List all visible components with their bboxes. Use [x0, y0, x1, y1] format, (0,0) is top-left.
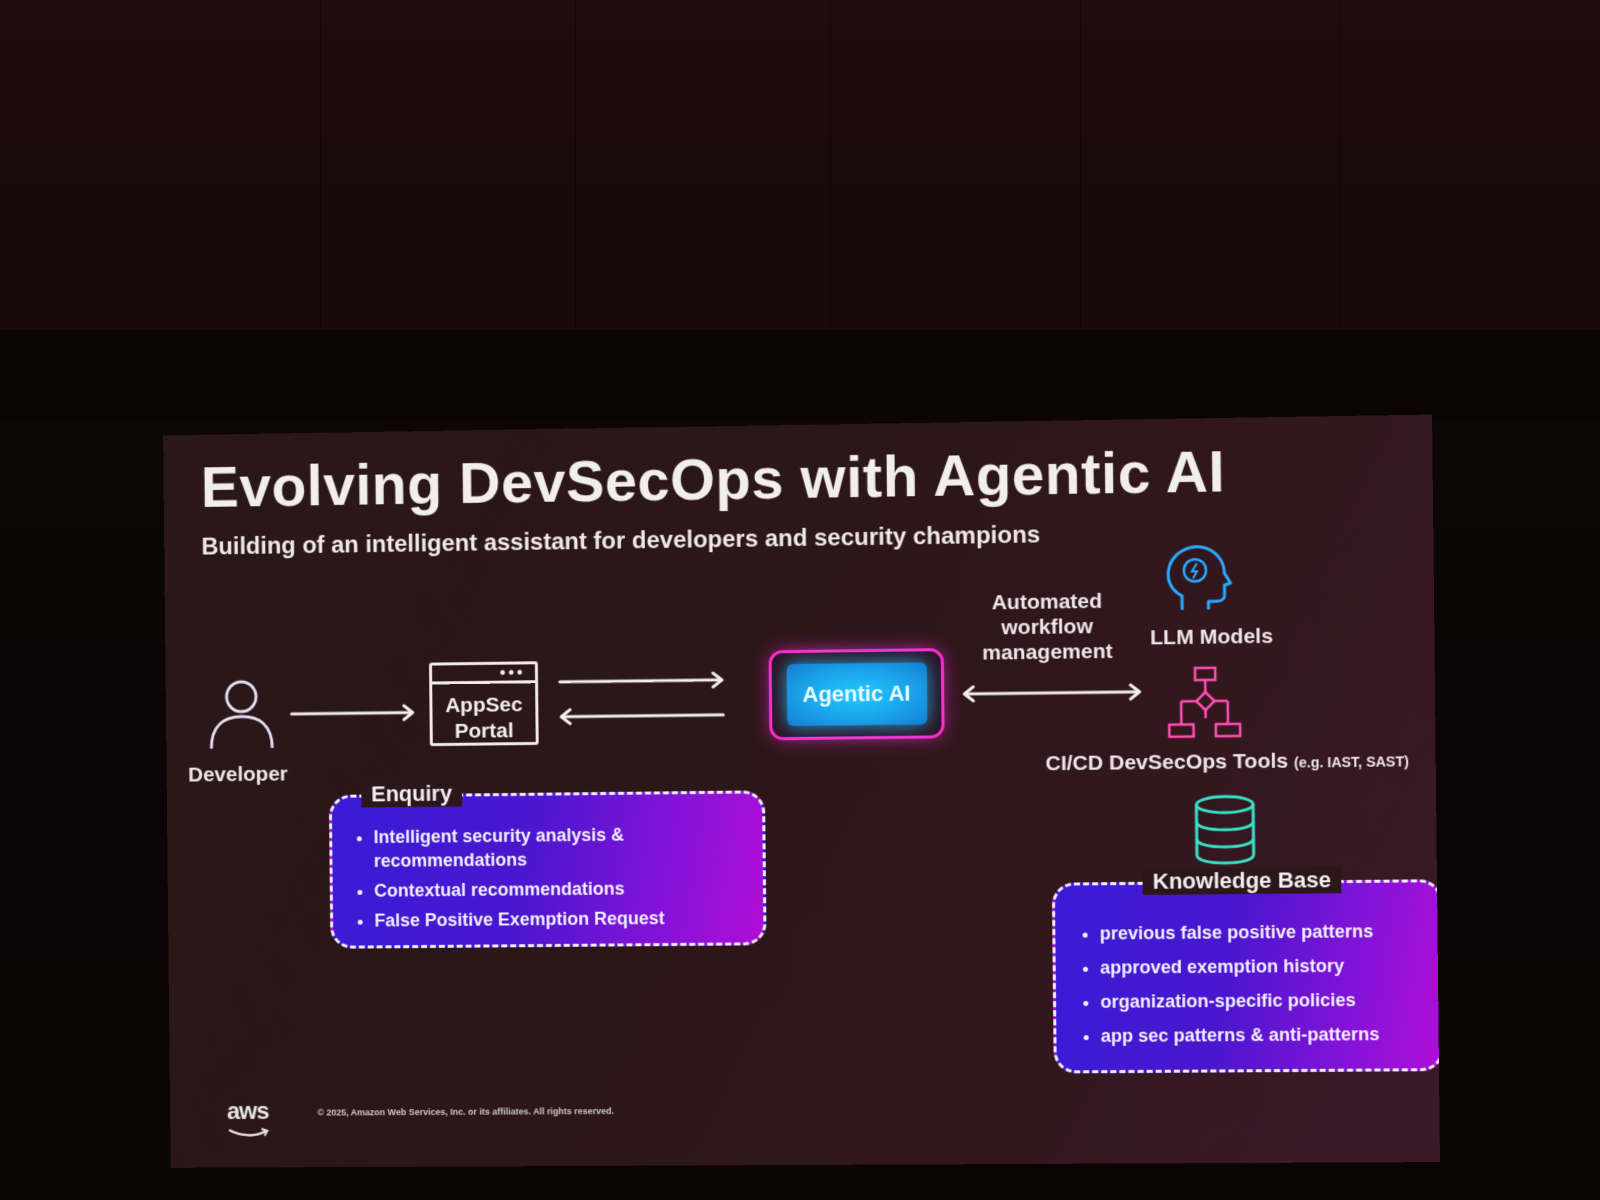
- agent-to-portal-arrow: [561, 708, 723, 724]
- list-item: approved exemption history: [1100, 953, 1440, 980]
- wall-panel-seam: [320, 0, 321, 330]
- slide-subtitle: Building of an intelligent assistant for…: [201, 521, 1041, 561]
- wall-panel-seam: [1340, 0, 1341, 330]
- portal-to-agent-arrow: [560, 672, 725, 690]
- knowledge-base-list: previous false positive patterns approve…: [1071, 918, 1440, 1054]
- llm-models-label: LLM Models: [1150, 624, 1274, 650]
- projection-screen: Evolving DevSecOps with Agentic AI Build…: [163, 414, 1440, 1168]
- aws-smile-icon: [227, 1127, 272, 1139]
- enquiry-list: Intelligent security analysis & recommen…: [346, 821, 772, 938]
- stage-band: [0, 330, 1600, 420]
- agent-to-tools-arrow: [964, 685, 1139, 701]
- appsec-portal-node: ●●● AppSec Portal: [429, 661, 539, 747]
- window-dots-icon: ●●●: [499, 666, 526, 679]
- list-item: organization-specific policies: [1100, 987, 1440, 1014]
- developer-label: Developer: [188, 762, 288, 787]
- aws-logo: aws: [226, 1098, 269, 1125]
- knowledge-base-panel: previous false positive patterns approve…: [1051, 879, 1440, 1074]
- head-lightbulb-icon: [1161, 543, 1233, 616]
- list-item: previous false positive patterns: [1100, 918, 1440, 945]
- cicd-tools-examples: (e.g. IAST, SAST): [1294, 753, 1409, 771]
- automation-label: Automated workflow management: [982, 589, 1113, 665]
- enquiry-panel: Intelligent security analysis & recommen…: [328, 790, 767, 949]
- developer-to-portal-arrow: [292, 706, 413, 721]
- appsec-portal-label: AppSec Portal: [445, 693, 523, 743]
- person-icon: [205, 676, 278, 752]
- list-item: Contextual recommendations: [374, 875, 771, 902]
- wall-panel-seam: [575, 0, 576, 330]
- cicd-tools-name: CI/CD DevSecOps Tools: [1045, 749, 1289, 776]
- room-wall: [0, 0, 1600, 330]
- agentic-ai-label: Agentic AI: [786, 662, 927, 727]
- list-item: Intelligent security analysis & recommen…: [373, 821, 770, 873]
- enquiry-title: Enquiry: [361, 780, 463, 808]
- agentic-ai-node: Agentic AI: [768, 648, 945, 741]
- list-item: app sec patterns & anti-patterns: [1101, 1022, 1440, 1049]
- knowledge-base-title: Knowledge Base: [1142, 866, 1342, 895]
- window-titlebar: [432, 680, 536, 685]
- database-icon: [1192, 794, 1258, 865]
- wall-panel-seam: [830, 0, 831, 330]
- workflow-icon: [1167, 665, 1245, 740]
- cicd-tools-label: CI/CD DevSecOps Tools (e.g. IAST, SAST): [1045, 748, 1409, 776]
- slide-title: Evolving DevSecOps with Agentic AI: [200, 439, 1226, 520]
- copyright-notice: © 2025, Amazon Web Services, Inc. or its…: [317, 1106, 614, 1118]
- list-item: False Positive Exemption Request: [374, 905, 771, 932]
- wall-panel-seam: [1080, 0, 1081, 330]
